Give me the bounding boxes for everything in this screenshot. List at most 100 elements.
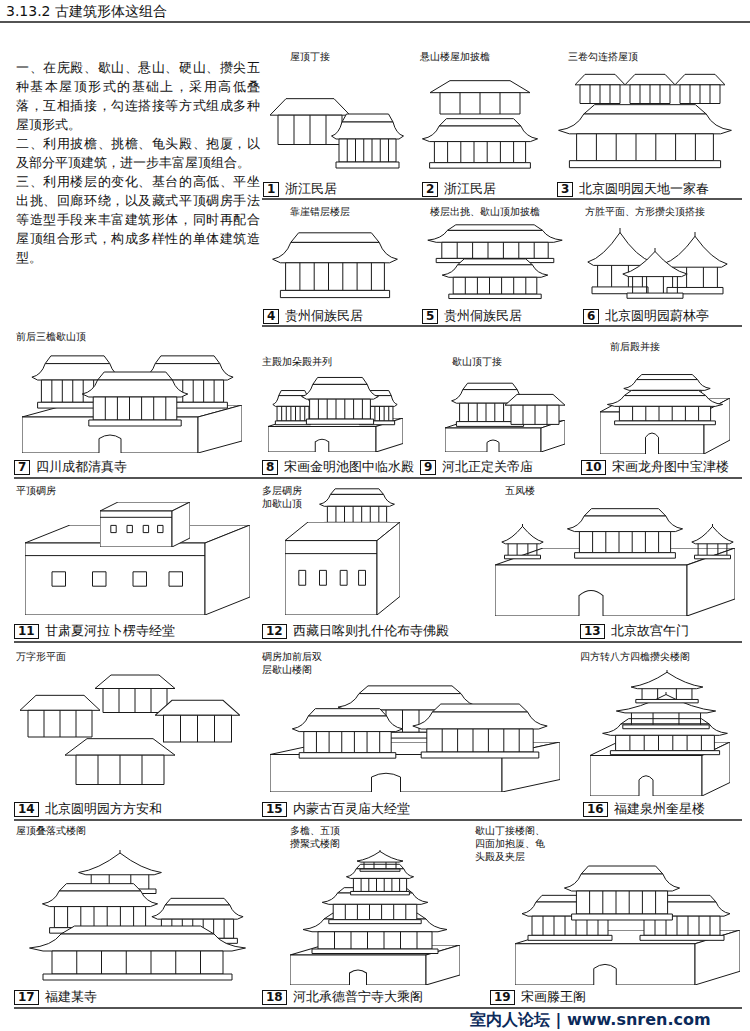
caption-rule: [262, 198, 742, 199]
intro-paragraph: 二、利用披檐、挑檐、龟头殿、抱厦，以及部分平顶建筑，进一步丰富屋顶组合。: [16, 134, 260, 172]
building: [292, 709, 402, 759]
figure-caption: 17福建某寺: [14, 989, 97, 1005]
figure-caption: 10 宋画龙舟图中宝津楼: [581, 459, 729, 475]
building: [30, 926, 246, 980]
building: [603, 719, 728, 755]
callout-number: 8: [262, 460, 278, 475]
caption-rule: [14, 1007, 742, 1008]
callout-number: 19: [490, 990, 515, 1005]
building: [442, 259, 548, 299]
title-rule: [0, 21, 750, 22]
figure-caption: 3 北京圆明园天地一家春: [557, 181, 709, 197]
annotation: 靠崖错层楼层: [290, 205, 415, 218]
caption-text: 浙江民居: [444, 181, 496, 197]
annotation: 平顶碉房: [16, 484, 136, 497]
caption-text: 宋画金明池图中临水殿: [284, 459, 414, 475]
annotation: 三卷勾连搭屋顶: [568, 50, 738, 63]
annotation: 前后殿并接: [610, 340, 730, 353]
building: [65, 739, 175, 785]
figure-caption: 18 河北承德普宁寺大乘阁: [262, 989, 423, 1005]
building: [20, 695, 100, 737]
callout-number: 2: [422, 182, 438, 197]
pavilion: [623, 248, 687, 298]
annotation: 悬山楼屋加披檐: [420, 50, 550, 63]
building: [505, 394, 565, 424]
building: [567, 509, 682, 559]
callout-number: 4: [263, 309, 279, 324]
figure-caption: 14 北京圆明园方方安和: [14, 801, 162, 817]
callout-number: 16: [583, 802, 608, 817]
figure-caption: 2 浙江民居: [422, 181, 496, 197]
pavilion: [588, 228, 652, 294]
caption-rule: [14, 819, 742, 820]
callout-number: 12: [262, 624, 287, 639]
building: [422, 119, 537, 169]
caption-text: 贵州侗族民居: [285, 308, 363, 324]
caption-text: 浙江民居: [285, 181, 337, 197]
building: [155, 700, 240, 742]
flat-roof-block: [100, 502, 190, 547]
building: [82, 372, 188, 426]
annotation: 楼层出挑、歇山顶加披檐: [430, 205, 580, 218]
caption-rule: [14, 477, 742, 478]
callout-number: 14: [14, 802, 39, 817]
caption-rule: [262, 325, 742, 326]
caption-text: 甘肃夏河拉卜楞寺经堂: [45, 623, 175, 639]
figure-caption: 4 贵州侗族民居: [263, 308, 363, 324]
callout-number: 11: [14, 624, 39, 639]
caption-text: 宋画龙舟图中宝津楼: [612, 459, 729, 475]
callout-number: 6: [583, 309, 599, 324]
building: [273, 233, 398, 298]
callout-number: 3: [557, 182, 573, 197]
figure-caption: 5 贵州侗族民居: [422, 308, 522, 324]
caption-text: 河北正定关帝庙: [442, 459, 533, 475]
caption-text: 贵州侗族民居: [444, 308, 522, 324]
figure-caption: 8 宋画金明池图中临水殿: [262, 459, 414, 475]
annotation: 前后三檐歇山顶: [16, 330, 216, 343]
caption-text: 内蒙古百灵庙大经堂: [293, 801, 410, 817]
callout-number: 7: [14, 460, 30, 475]
callout-number: 1: [263, 182, 279, 197]
caption-text: 福建泉州奎星楼: [614, 801, 705, 817]
caption-text: 河北承德普宁寺大乘阁: [293, 989, 423, 1005]
figure-caption: 16 福建泉州奎星楼: [583, 801, 705, 817]
figure-caption: 7四川成都清真寺: [14, 459, 127, 475]
pavilion: [692, 524, 733, 559]
callout-number: 18: [262, 990, 287, 1005]
pavilion: [357, 850, 403, 871]
figure-caption: 1 浙江民居: [263, 181, 337, 197]
building: [320, 489, 395, 527]
annotation: 万字形平面: [16, 650, 136, 663]
annotation: 碉房加前后双层歇山楼阁: [262, 650, 326, 676]
building: [428, 225, 562, 263]
pavilion: [663, 232, 727, 294]
annotation: 多层碉房加歇山顶: [262, 484, 306, 510]
annotation: 歇山丁接楼阁、四面加抱厦、龟头殿及夹层: [475, 824, 551, 863]
building: [332, 114, 404, 168]
caption-text: 北京圆明园蔚林亭: [605, 308, 709, 324]
building: [625, 74, 675, 103]
caption-text: 北京圆明园方方安和: [45, 801, 162, 817]
building: [430, 81, 530, 114]
caption-text: 福建某寺: [45, 989, 97, 1005]
caption-text: 北京故宫午门: [611, 623, 689, 639]
callout-number: 5: [422, 309, 438, 324]
caption-text: 北京圆明园天地一家春: [579, 181, 709, 197]
annotation: 歇山顶丁接: [452, 355, 572, 368]
flat-roof-block: [285, 522, 400, 615]
annotation: 五凤楼: [505, 484, 585, 497]
figure-caption: 19宋画滕王阁: [490, 989, 586, 1005]
building: [564, 866, 679, 920]
annotation: 主殿加朵殿并列: [262, 355, 412, 368]
annotation: 多檐、五顶攒聚式楼阁: [290, 824, 344, 850]
building: [95, 675, 175, 713]
building: [575, 74, 625, 103]
figure-caption: 15内蒙古百灵庙大经堂: [262, 801, 410, 817]
pavilion: [616, 692, 715, 729]
figure-caption: 11 甘肃夏河拉卜楞寺经堂: [14, 623, 175, 639]
annotation: 方胜平面、方形攒尖顶搭接: [585, 205, 745, 218]
callout-number: 10: [581, 460, 606, 475]
building: [607, 391, 722, 425]
building: [559, 105, 732, 168]
building: [413, 704, 547, 758]
